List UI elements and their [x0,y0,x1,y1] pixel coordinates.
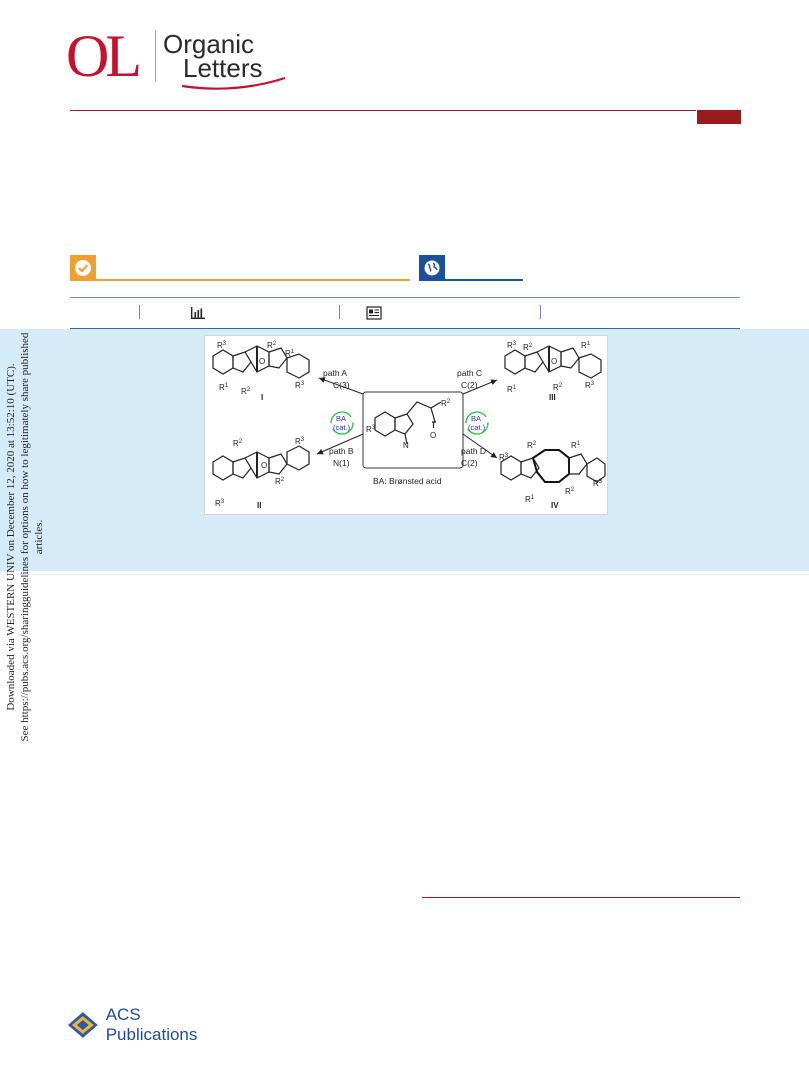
substrate-box [362,391,464,469]
publisher-name: ACS Publications [105,1005,198,1044]
path-c-site: C(2) [461,380,478,390]
substrate-n: N [403,441,409,450]
r3-label: R3 [585,381,595,390]
open-access-badge[interactable] [70,255,96,281]
catalyst-left-line1: BA [336,414,346,423]
header-rule [70,110,696,111]
r3-label: R3 [217,341,227,350]
footnote-rule [422,897,740,898]
product-IV-label: IV [551,501,559,510]
product-III-label: III [549,393,556,402]
free-access-badge[interactable] [419,255,445,281]
metrics-separator [339,305,340,319]
path-b-site: N(1) [333,458,350,468]
catalyst-cycle-left: BA (cat.) [330,411,354,435]
product-I-label: I [261,393,263,402]
substrate-structure [374,401,442,445]
r2-label: R2 [553,383,563,392]
arrow-path-d [462,433,498,459]
product-III-o: O [551,357,557,366]
r1-label: R1 [525,495,535,504]
product-II-o: O [261,461,267,470]
r1-label: R1 [219,383,229,392]
journal-name-line2: Letters [183,53,263,83]
r1-label: R1 [571,441,581,450]
acs-diamond-icon [67,1012,98,1038]
r2-label: R2 [565,487,575,496]
r2-label: R2 [233,439,243,448]
download-notice-line2: See https://pubs.acs.org/sharingguidelin… [19,332,45,742]
r3-label: R3 [215,499,225,508]
path-c-label: path C [457,368,482,378]
article-icon[interactable] [366,306,382,320]
path-d-site: C(2) [461,458,478,468]
free-access-rule [445,279,523,281]
catalyst-left-line2: (cat.) [333,423,351,432]
path-a-label: path A [323,368,347,378]
r2-label: R2 [275,477,285,486]
product-II-structure [212,445,310,481]
logo-swoosh-icon [181,76,286,90]
metrics-bottom-rule [70,328,740,329]
r1-label: R1 [285,349,295,358]
header-tab [697,110,741,124]
r2-label: R2 [527,441,537,450]
logo-divider [155,30,156,82]
metrics-separator [540,305,541,319]
journal-logo-letters: OL [66,23,142,89]
substrate-r3: R3 [366,425,376,434]
substrate-o: O [430,431,436,440]
product-IV-structure [500,449,606,483]
product-II-label: II [257,501,261,510]
r1-label: R1 [507,385,517,394]
toc-legend: BA: Brønsted acid [373,476,442,486]
product-I-o: O [259,357,265,366]
catalyst-right-line2: (cat.) [468,423,486,432]
download-notice: Downloaded via WESTERN UNIV on December … [4,322,45,752]
substrate-r2: R2 [441,399,451,408]
r1-label: R1 [581,341,591,350]
r3-label: R3 [295,381,305,390]
r3-label: R3 [295,437,305,446]
product-I-structure [212,345,310,379]
arrow-path-a [318,377,364,395]
r2-label: R2 [241,387,251,396]
metrics-top-rule [70,297,740,298]
publisher-logo[interactable]: ACS Publications [66,1005,236,1044]
journal-name: Organic Letters [163,29,303,83]
r3-label: R3 [593,479,603,488]
r3-label: R3 [507,341,517,350]
arrow-path-b [316,433,364,455]
bar-chart-icon[interactable] [190,306,206,320]
open-access-rule [96,279,410,281]
catalyst-right-line1: BA [471,414,481,423]
globe-icon [424,260,440,276]
metrics-separator [139,305,140,319]
download-notice-line1: Downloaded via WESTERN UNIV on December … [5,363,17,711]
path-a-site: C(3) [333,380,350,390]
toc-graphic: R3 N O R2 path A C(3) path B N(1) path C… [204,335,608,515]
r2-label: R2 [523,343,533,352]
catalyst-cycle-right: BA (cat.) [465,411,489,435]
abstract-bottom-rule [0,574,809,575]
product-III-structure [504,345,602,379]
check-circle-icon [75,260,91,276]
journal-name-line1: Organic [163,29,255,59]
path-b-label: path B [329,446,354,456]
arrow-path-c [462,379,498,395]
path-d-label: path D [461,446,486,456]
r3-label: R3 [499,453,509,462]
r2-label: R2 [267,341,277,350]
